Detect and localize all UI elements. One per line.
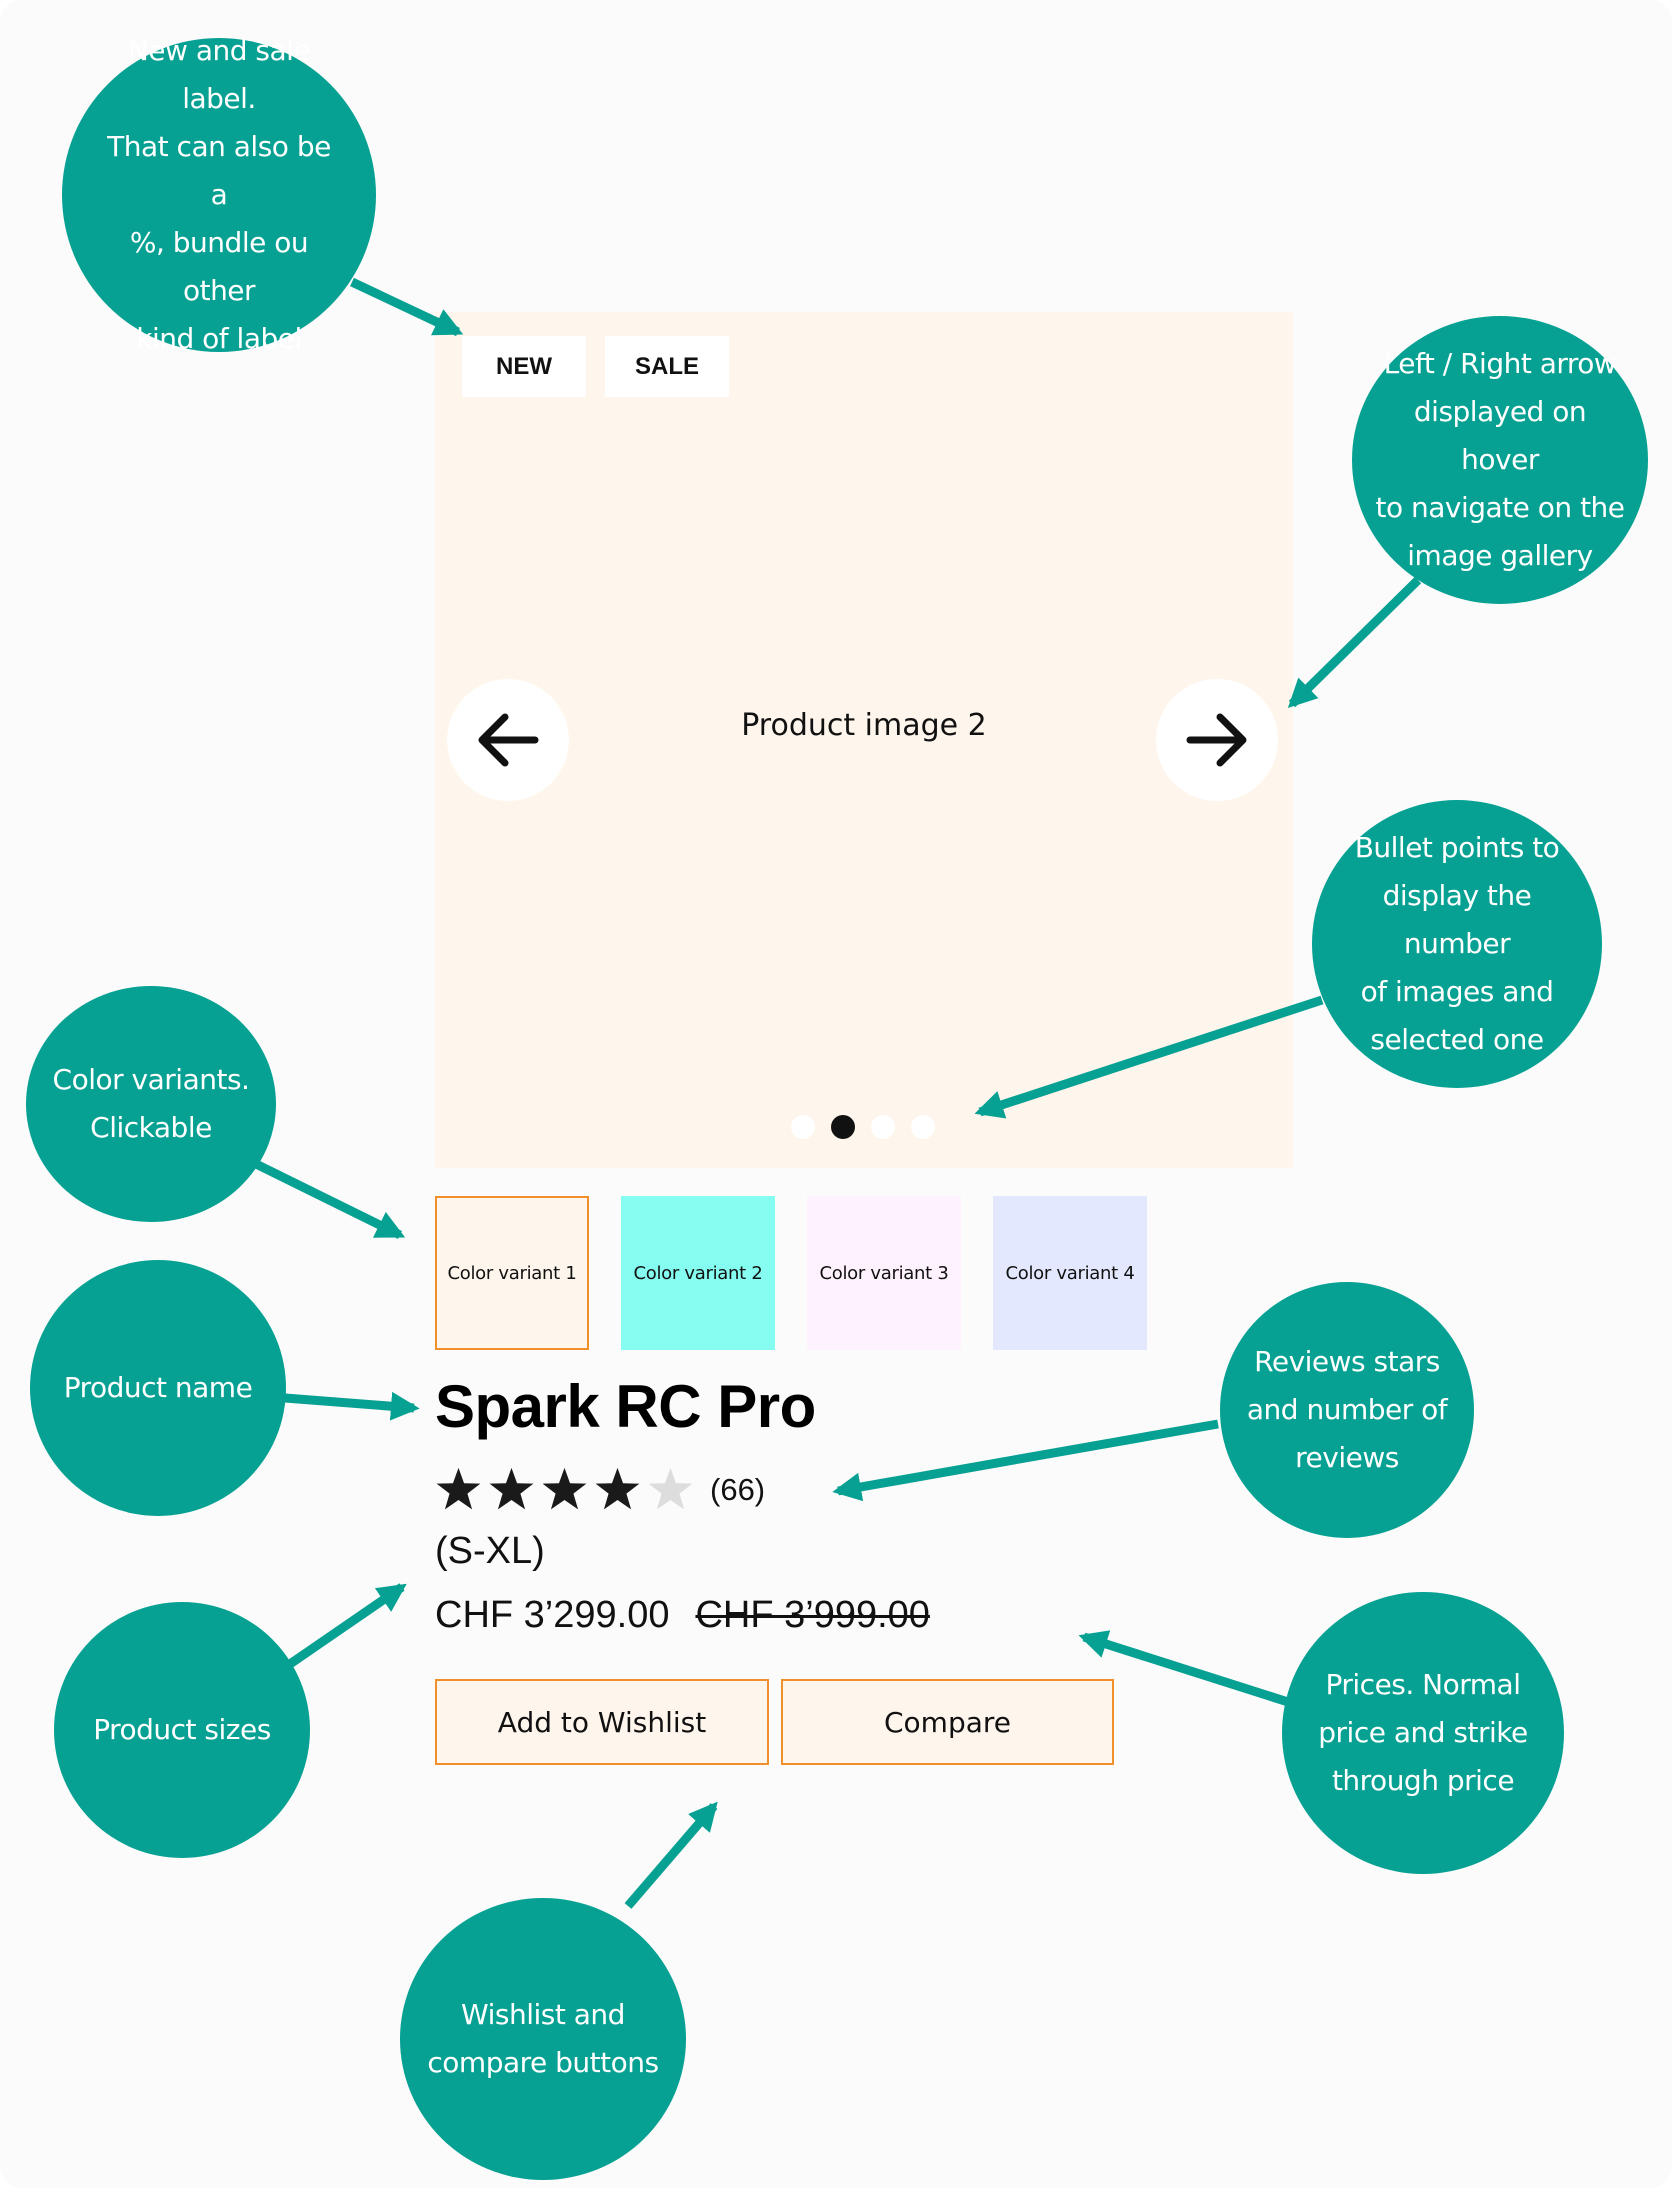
callout-reviews-line: Reviews stars	[1254, 1345, 1440, 1378]
callout-bullet-points: Bullet points to display the number of i…	[1312, 800, 1602, 1088]
sale-badge: SALE	[605, 336, 729, 397]
callout-reviews-line: reviews	[1295, 1441, 1399, 1474]
callout-bullets-line: selected one	[1370, 1023, 1544, 1056]
callout-name-line: Product name	[63, 1371, 253, 1404]
callout-arrows-line: displayed on hover	[1413, 395, 1587, 476]
callout-sizes-line: Product sizes	[93, 1713, 271, 1746]
callout-buttons-line: compare buttons	[427, 2046, 659, 2079]
arrow-left-icon	[478, 713, 539, 767]
product-sizes: (S-XL)	[435, 1530, 545, 1572]
callout-labels-line: That can also be a	[107, 130, 331, 211]
gallery-prev-button[interactable]	[447, 679, 569, 801]
star-filled-icon	[542, 1467, 587, 1510]
color-variant-3[interactable]: Color variant 3	[807, 1196, 961, 1350]
callout-prices-line: through price	[1331, 1764, 1515, 1797]
product-name: Spark RC Pro	[435, 1373, 816, 1440]
new-badge: NEW	[462, 336, 586, 397]
callout-bullets-line: Bullet points to	[1354, 831, 1560, 864]
product-image-label: Product image 2	[741, 708, 987, 743]
gallery-dot[interactable]	[911, 1115, 935, 1139]
callout-prices: Prices. Normal price and strike through …	[1282, 1592, 1564, 1874]
strike-through-price: CHF 3’999.00	[695, 1594, 930, 1636]
callout-variants-line: Color variants.	[52, 1063, 250, 1096]
callout-bullets-line: display the number	[1382, 879, 1532, 960]
callout-labels-line: %, bundle ou other	[129, 226, 309, 307]
callout-product-sizes: Product sizes	[54, 1602, 310, 1858]
star-filled-icon	[436, 1467, 481, 1510]
product-prices: CHF 3’299.00 CHF 3’999.00	[435, 1594, 930, 1637]
star-empty-icon	[648, 1467, 693, 1510]
color-variant-4[interactable]: Color variant 4	[993, 1196, 1147, 1350]
callout-prices-line: price and strike	[1318, 1716, 1528, 1749]
compare-button[interactable]: Compare	[781, 1679, 1114, 1765]
callout-product-name: Product name	[30, 1260, 286, 1516]
color-variant-2[interactable]: Color variant 2	[621, 1196, 775, 1350]
add-to-wishlist-button[interactable]: Add to Wishlist	[435, 1679, 769, 1765]
star-filled-icon	[489, 1467, 534, 1510]
callout-prices-line: Prices. Normal	[1325, 1668, 1521, 1701]
callout-arrows-line: to navigate on the	[1375, 491, 1625, 524]
gallery-dot[interactable]	[791, 1115, 815, 1139]
callout-arrows-line: image gallery	[1407, 539, 1593, 572]
product-image-gallery: NEW SALE Product image 2	[435, 312, 1293, 1168]
callout-variants-line: Clickable	[90, 1111, 212, 1144]
review-count[interactable]: (66)	[710, 1471, 766, 1507]
gallery-dot[interactable]	[871, 1115, 895, 1139]
review-stars: (66)	[435, 1466, 765, 1513]
callout-reviews-line: and number of	[1246, 1393, 1448, 1426]
arrow-right-icon	[1186, 713, 1247, 767]
callout-buttons: Wishlist and compare buttons	[400, 1898, 686, 2180]
current-price: CHF 3’299.00	[435, 1594, 670, 1636]
callout-reviews: Reviews stars and number of reviews	[1220, 1282, 1474, 1538]
star-filled-icon	[595, 1467, 640, 1510]
callout-labels-line: New and sale label.	[127, 34, 311, 115]
callout-labels: New and sale label. That can also be a %…	[62, 34, 376, 355]
gallery-pagination-dots	[791, 1115, 935, 1139]
callout-buttons-line: Wishlist and	[461, 1998, 625, 2031]
callout-arrows-line: Left / Right arrow	[1383, 347, 1617, 380]
star-rating	[435, 1466, 694, 1513]
callout-gallery-arrows: Left / Right arrow displayed on hover to…	[1352, 316, 1648, 604]
callout-color-variants: Color variants. Clickable	[26, 986, 276, 1222]
gallery-next-button[interactable]	[1156, 679, 1278, 801]
callout-labels-line: kind of label	[136, 322, 302, 355]
callout-bullets-line: of images and	[1360, 975, 1554, 1008]
color-variant-1[interactable]: Color variant 1	[435, 1196, 589, 1350]
gallery-dot-active[interactable]	[831, 1115, 855, 1139]
